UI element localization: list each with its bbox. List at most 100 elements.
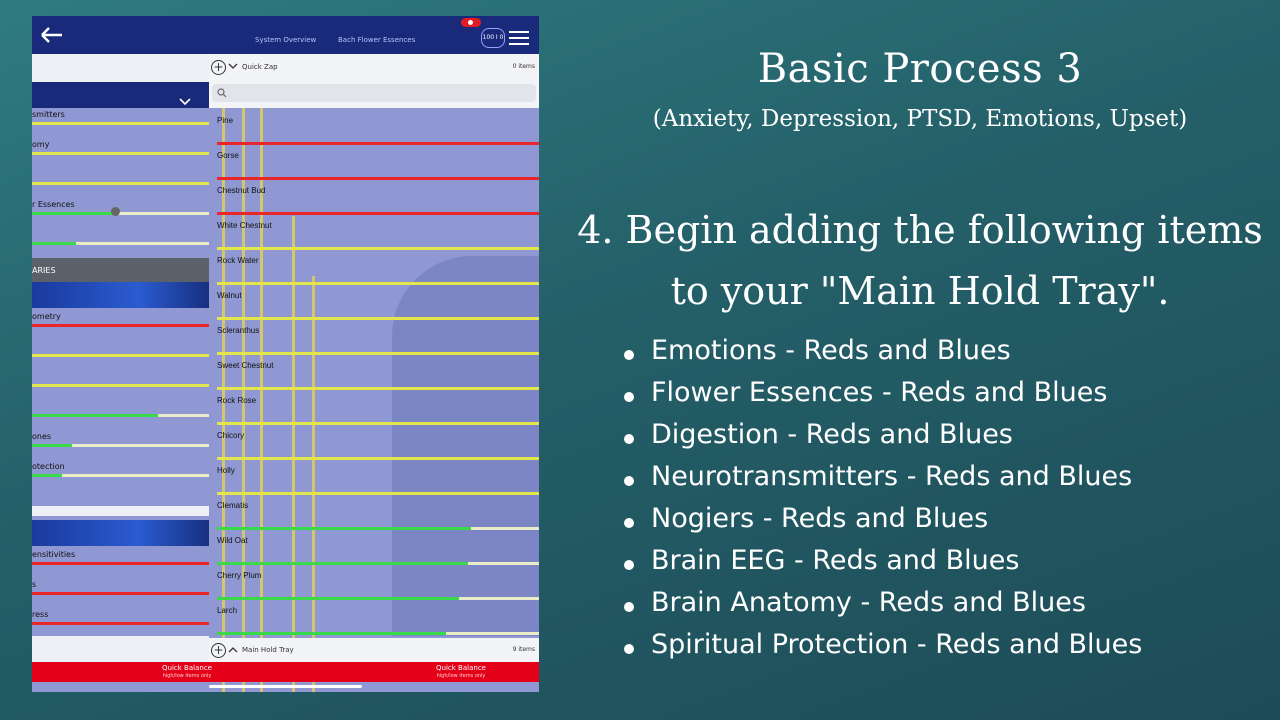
level-bar [217,247,539,250]
level-bar [32,324,209,327]
level-bar [217,317,539,320]
level-bar [32,354,209,357]
essence-row[interactable]: White Chestnut [209,221,539,256]
level-track [72,444,209,447]
essence-row[interactable]: Holly [209,466,539,501]
nerve-line [292,216,295,692]
hamburger-menu-icon[interactable] [509,31,529,45]
add-circle-icon[interactable]: + [211,643,226,658]
level-bar [217,492,539,495]
search-input[interactable] [212,84,536,102]
essence-name: Holly [217,466,235,475]
bullet-item: Neurotransmitters - Reds and Blues [622,461,1142,503]
quick-balance-left-button[interactable]: Quick Balance high/low items only [127,664,247,680]
nerve-line [242,56,245,692]
left-label[interactable]: otection [32,462,65,471]
left-label[interactable]: r Essences [32,200,75,209]
home-indicator[interactable] [209,685,362,688]
essence-row[interactable]: Clematis [209,501,539,536]
level-track [217,177,539,180]
divider [32,506,209,516]
left-panel-footer [32,636,209,662]
app-screenshot: System Overview Bach Flower Essences 100… [32,16,539,692]
main-hold-tray-count: 9 items [512,646,535,653]
quick-balance-label: Quick Balance [162,664,212,672]
essence-name: Rock Water [217,256,259,265]
level-bar [32,152,209,155]
level-track [158,414,209,417]
level-track [217,492,539,495]
left-label[interactable]: ensitivities [32,550,76,559]
left-label[interactable]: ones [32,432,52,441]
level-bar [217,597,459,600]
level-bar [32,444,72,447]
quick-balance-right-button[interactable]: Quick Balance high/low items only [401,664,521,680]
essence-name: Rock Rose [217,396,257,405]
essence-name: Clematis [217,501,249,510]
section-banner [32,520,209,546]
essence-row[interactable]: Pine [209,116,539,151]
essence-row[interactable]: Cherry Plum [209,571,539,606]
level-track [217,562,539,565]
section-header: ARIES [32,258,209,282]
level-bar [32,562,209,565]
level-bar [32,592,209,595]
essence-row[interactable]: Chestnut Bud [209,186,539,221]
quick-zap-bar[interactable]: + Quick Zap 0 items [209,54,539,80]
level-track [217,352,539,355]
nerve-line [312,276,315,692]
chevron-down-icon[interactable] [174,96,196,108]
tab-bach-flower-essences[interactable]: Bach Flower Essences [338,36,416,44]
essence-row[interactable]: Wild Oat [209,536,539,571]
left-label[interactable]: ress [32,610,49,619]
bullet-item: Flower Essences - Reds and Blues [622,377,1142,419]
essence-name: Pine [217,116,234,125]
essence-name: Cherry Plum [217,571,262,580]
quick-balance-sub: high/low items only [162,673,212,679]
level-bar [217,457,539,460]
top-bar: System Overview Bach Flower Essences 100… [32,16,539,54]
essence-row[interactable]: Rock Rose [209,396,539,431]
essence-row[interactable]: Walnut [209,291,539,326]
slide-subtitle: (Anxiety, Depression, PTSD, Emotions, Up… [652,106,1188,132]
counter-badge[interactable]: 100 I 0 [481,28,505,48]
level-track [217,387,539,390]
chevron-down-icon[interactable] [228,63,238,70]
level-track [217,422,539,425]
bullet-item: Spiritual Protection - Reds and Blues [622,629,1142,671]
slider-thumb[interactable] [111,207,120,216]
section-banner [32,282,209,308]
level-track [217,282,539,285]
section-header-label: ARIES [32,266,56,275]
bullet-item: Digestion - Reds and Blues [622,419,1142,461]
chevron-up-icon[interactable] [228,646,238,653]
level-track [217,317,539,320]
level-track [217,597,539,600]
bullet-item: Brain Anatomy - Reds and Blues [622,587,1142,629]
essence-row[interactable]: Rock Water [209,256,539,291]
left-label[interactable]: s [32,580,37,589]
left-label[interactable]: smitters [32,110,65,119]
essence-row[interactable]: Larch [209,606,539,641]
tab-system-overview[interactable]: System Overview [255,36,317,44]
essence-row[interactable]: Sweet Chestnut [209,361,539,396]
essence-row[interactable]: Chicory [209,431,539,466]
add-circle-icon[interactable]: + [211,60,226,75]
back-arrow-icon[interactable] [38,25,64,45]
essence-name: Gorse [217,151,239,160]
left-label[interactable]: ometry [32,312,61,321]
search-bar [209,80,539,108]
level-bar [217,142,539,145]
level-track [217,527,539,530]
level-track [217,457,539,460]
level-track [217,632,539,635]
quick-balance-strip: Quick Balance high/low items only Quick … [32,662,539,682]
essence-row[interactable]: Gorse [209,151,539,186]
main-hold-tray-bar[interactable]: + Main Hold Tray 9 items [209,638,539,662]
essence-name: Larch [217,606,238,615]
level-track [76,242,209,245]
essence-row[interactable]: Scleranthus [209,326,539,361]
left-label[interactable]: omy [32,140,50,149]
level-bar [32,384,209,387]
